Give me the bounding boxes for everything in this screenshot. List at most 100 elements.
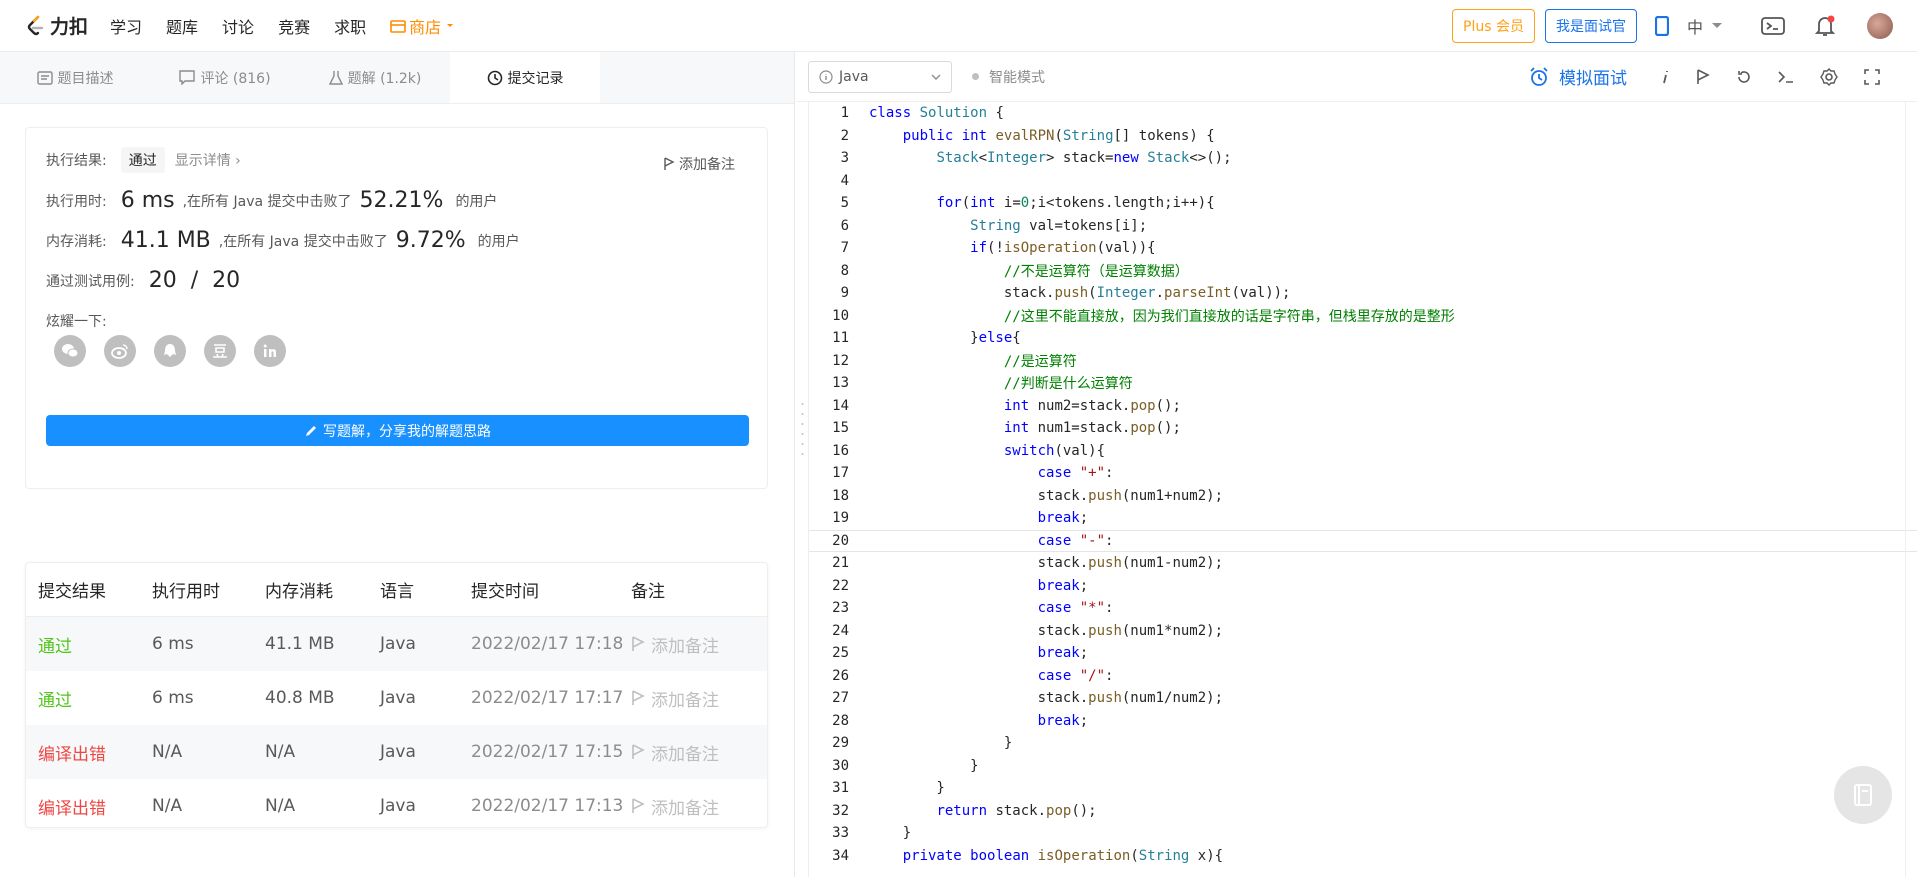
nav-item-contest[interactable]: 竞赛	[278, 17, 311, 37]
editor-scrollbar[interactable]	[1905, 102, 1917, 877]
result-label: 执行结果:	[46, 153, 107, 169]
code-line: 27 stack.push(num1/num2);	[809, 687, 1917, 710]
terminal-icon[interactable]	[1778, 70, 1794, 84]
show-detail-label: 显示详情	[174, 153, 231, 169]
line-number: 8	[840, 262, 849, 279]
smart-mode-dot-icon	[972, 73, 979, 80]
settings-gear-icon[interactable]	[1820, 67, 1838, 86]
result-row: 执行结果: 通过 显示详情 ›	[46, 147, 241, 173]
show-detail-link[interactable]: 显示详情 ›	[175, 150, 241, 170]
clock-icon	[487, 70, 502, 85]
nav-item-problems[interactable]: 题库	[166, 17, 199, 37]
code-line: 15 int num1=stack.pop();	[809, 417, 1917, 440]
code-line: 14 int num2=stack.pop();	[809, 395, 1917, 418]
column-header: 备注	[631, 582, 665, 602]
line-number: 22	[832, 577, 849, 594]
info-italic-icon[interactable]	[1662, 69, 1670, 85]
row-add-note-button[interactable]: 添加备注	[631, 794, 767, 819]
interviewer-button[interactable]: 我是面试官	[1544, 9, 1637, 43]
run-flag-icon[interactable]	[1696, 68, 1710, 85]
alarm-clock-icon	[1530, 66, 1548, 86]
shop-icon	[390, 19, 406, 33]
code-line: 23 case "*":	[809, 597, 1917, 620]
row-add-note-button[interactable]: 添加备注	[631, 632, 767, 657]
row-status[interactable]: 通过	[38, 636, 72, 657]
write-solution-button[interactable]: 写题解，分享我的解题思路	[46, 415, 749, 446]
line-number: 18	[832, 487, 849, 504]
nav-item-jobs[interactable]: 求职	[334, 17, 367, 37]
code-line: 31 }	[809, 777, 1917, 800]
notebook-fab[interactable]	[1834, 766, 1892, 824]
logo-text: 力扣	[50, 16, 89, 38]
user-avatar[interactable]	[1867, 13, 1893, 39]
table-row[interactable]: 编译出错 N/A N/A Java 2022/02/17 17:13 添加备注	[26, 779, 767, 833]
row-submit-time: 2022/02/17 17:15	[471, 742, 624, 762]
memory-users: 的用户	[477, 233, 520, 250]
panel-resize-handle[interactable]	[801, 400, 804, 460]
mobile-icon[interactable]	[1654, 16, 1669, 36]
editor-tool-icons	[1662, 67, 1906, 86]
tab-submissions[interactable]: 提交记录	[450, 52, 600, 103]
line-number: 2	[840, 127, 849, 144]
code-line: 6 String val=tokens[i];	[809, 215, 1917, 238]
row-status[interactable]: 通过	[38, 690, 72, 711]
add-note-label: 添加备注	[651, 690, 719, 711]
row-add-note-button[interactable]: 添加备注	[631, 740, 767, 765]
linkedin-icon[interactable]	[254, 335, 286, 367]
language-select-value: Java	[839, 68, 869, 85]
language-select[interactable]: Java	[808, 60, 952, 93]
weibo-icon[interactable]	[104, 335, 136, 367]
douban-icon[interactable]	[204, 335, 236, 367]
share-label-row: 炫耀一下:	[46, 311, 107, 331]
column-header: 执行用时	[152, 582, 220, 602]
line-number: 5	[840, 195, 849, 212]
line-number: 24	[832, 622, 849, 639]
notification-bell-icon[interactable]	[1815, 15, 1835, 37]
line-number: 4	[840, 172, 849, 189]
nav-item-shop[interactable]: 商店	[390, 14, 455, 38]
logo[interactable]: 力扣	[24, 12, 88, 39]
line-number: 9	[840, 285, 849, 302]
code-line: 8 //不是运算符（是运算数据）	[809, 260, 1917, 283]
memory-label: 内存消耗:	[46, 233, 107, 250]
mock-interview-button[interactable]: 模拟面试	[1529, 64, 1627, 89]
fullscreen-icon[interactable]	[1864, 68, 1880, 85]
nav-item-discuss[interactable]: 讨论	[222, 17, 255, 37]
smart-mode-toggle[interactable]: 智能模式	[972, 67, 1045, 87]
reset-icon[interactable]	[1736, 69, 1752, 85]
row-add-note-button[interactable]: 添加备注	[631, 686, 767, 711]
language-switcher[interactable]: 中	[1687, 14, 1723, 38]
table-row[interactable]: 通过 6 ms 40.8 MB Java 2022/02/17 17:17 添加…	[26, 671, 767, 725]
submission-result-card: 执行结果: 通过 显示详情 › 添加备注 执行用时: 6 ms ,在所有 Jav…	[25, 127, 768, 489]
row-memory: N/A	[265, 796, 296, 816]
code-line: 33 }	[809, 822, 1917, 845]
tab-label: 题目描述	[57, 70, 114, 87]
nav-item-learn[interactable]: 学习	[110, 17, 143, 37]
row-status[interactable]: 编译出错	[38, 744, 106, 765]
top-nav: 力扣 学习 题库 讨论 竞赛 求职 商店 Plus 会员 我是面试官 中	[0, 0, 1917, 52]
flag-icon	[632, 690, 645, 705]
language-label: 中	[1686, 18, 1703, 37]
console-icon[interactable]	[1761, 16, 1785, 36]
plus-member-button[interactable]: Plus 会员	[1452, 9, 1535, 43]
qq-icon[interactable]	[154, 335, 186, 367]
code-line: 13 //判断是什么运算符	[809, 372, 1917, 395]
pencil-icon	[306, 425, 316, 436]
add-note-button[interactable]: 添加备注	[663, 154, 735, 174]
code-line: 2 public int evalRPN(String[] tokens) {	[809, 125, 1917, 148]
table-row[interactable]: 编译出错 N/A N/A Java 2022/02/17 17:15 添加备注	[26, 725, 767, 779]
row-runtime: 6 ms	[152, 688, 194, 708]
tab-description[interactable]: 题目描述	[0, 52, 150, 103]
table-row[interactable]: 通过 6 ms 41.1 MB Java 2022/02/17 17:18 添加…	[26, 617, 767, 671]
line-number: 21	[832, 555, 849, 572]
row-status[interactable]: 编译出错	[38, 798, 106, 819]
memory-value: 41.1 MB	[120, 228, 211, 253]
tab-comments[interactable]: 评论 (816)	[150, 52, 300, 103]
tab-solutions[interactable]: 题解 (1.2k)	[300, 52, 450, 103]
row-language: Java	[380, 796, 416, 816]
share-icons	[54, 335, 304, 367]
code-line: 4	[809, 170, 1917, 193]
wechat-icon[interactable]	[54, 335, 86, 367]
